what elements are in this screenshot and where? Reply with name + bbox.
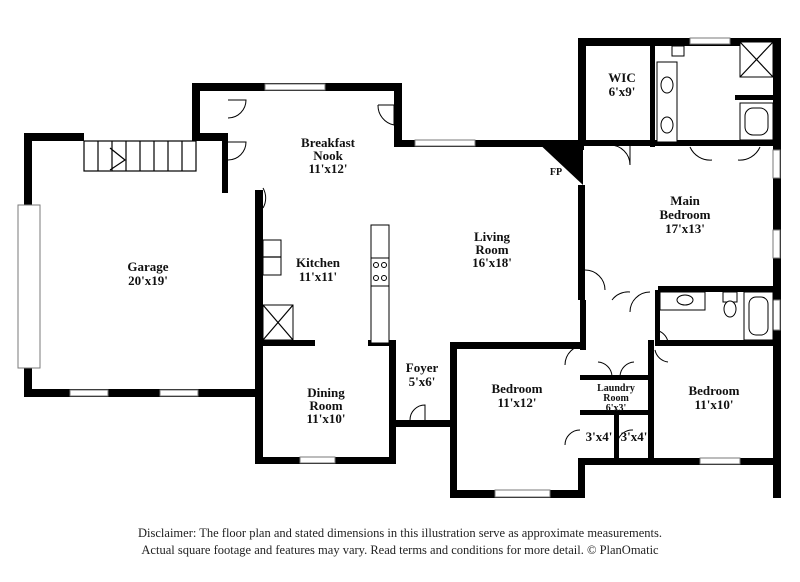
bath-fixtures xyxy=(656,41,774,341)
laundry-room-name-2: Room xyxy=(603,393,629,404)
living-room-size: 16'x18' xyxy=(472,255,512,270)
bedroom-right-size: 11'x10' xyxy=(694,397,733,412)
breakfast-nook-name-2: Nook xyxy=(313,148,343,163)
foyer-name: Foyer xyxy=(406,360,439,375)
breakfast-nook-size: 11'x12' xyxy=(308,161,347,176)
fireplace-label: FP xyxy=(550,167,562,178)
dining-room-size: 11'x10' xyxy=(306,411,345,426)
wic-name: WIC xyxy=(608,70,635,85)
closet-right-size: 3'x4' xyxy=(621,429,648,444)
garage-size: 20'x19' xyxy=(128,273,168,288)
foyer-size: 5'x6' xyxy=(409,374,436,389)
living-room-name-1: Living xyxy=(474,229,511,244)
disclaimer: Disclaimer: The floor plan and stated di… xyxy=(0,525,800,559)
laundry-room-name-1: Laundry xyxy=(597,383,635,394)
garage-name: Garage xyxy=(127,259,168,274)
room-labels: Breakfast Nook 11'x12' Garage 20'x19' Ki… xyxy=(127,70,739,444)
bedroom-right-name: Bedroom xyxy=(688,383,739,398)
breakfast-nook-name-1: Breakfast xyxy=(301,135,356,150)
living-room-name-2: Room xyxy=(475,242,508,257)
laundry-room-size: 6'x3' xyxy=(606,403,627,414)
main-bedroom-name-1: Main xyxy=(670,193,700,208)
bedroom-center-size: 11'x12' xyxy=(497,395,536,410)
interior-walls xyxy=(222,42,778,462)
wic-size: 6'x9' xyxy=(609,84,636,99)
kitchen-fixtures xyxy=(262,224,390,344)
kitchen-name: Kitchen xyxy=(296,255,341,270)
kitchen-size: 11'x11' xyxy=(299,269,337,284)
main-bedroom-name-2: Bedroom xyxy=(659,207,710,222)
dining-room-name-1: Dining xyxy=(307,385,345,400)
bedroom-center-name: Bedroom xyxy=(491,381,542,396)
dining-room-name-2: Room xyxy=(309,398,342,413)
closet-left-size: 3'x4' xyxy=(586,429,613,444)
doors xyxy=(227,99,761,446)
windows xyxy=(17,37,781,498)
disclaimer-line-1: Disclaimer: The floor plan and stated di… xyxy=(138,526,662,540)
disclaimer-line-2: Actual square footage and features may v… xyxy=(141,543,659,557)
stairs xyxy=(83,140,197,172)
main-bedroom-size: 17'x13' xyxy=(665,221,705,236)
